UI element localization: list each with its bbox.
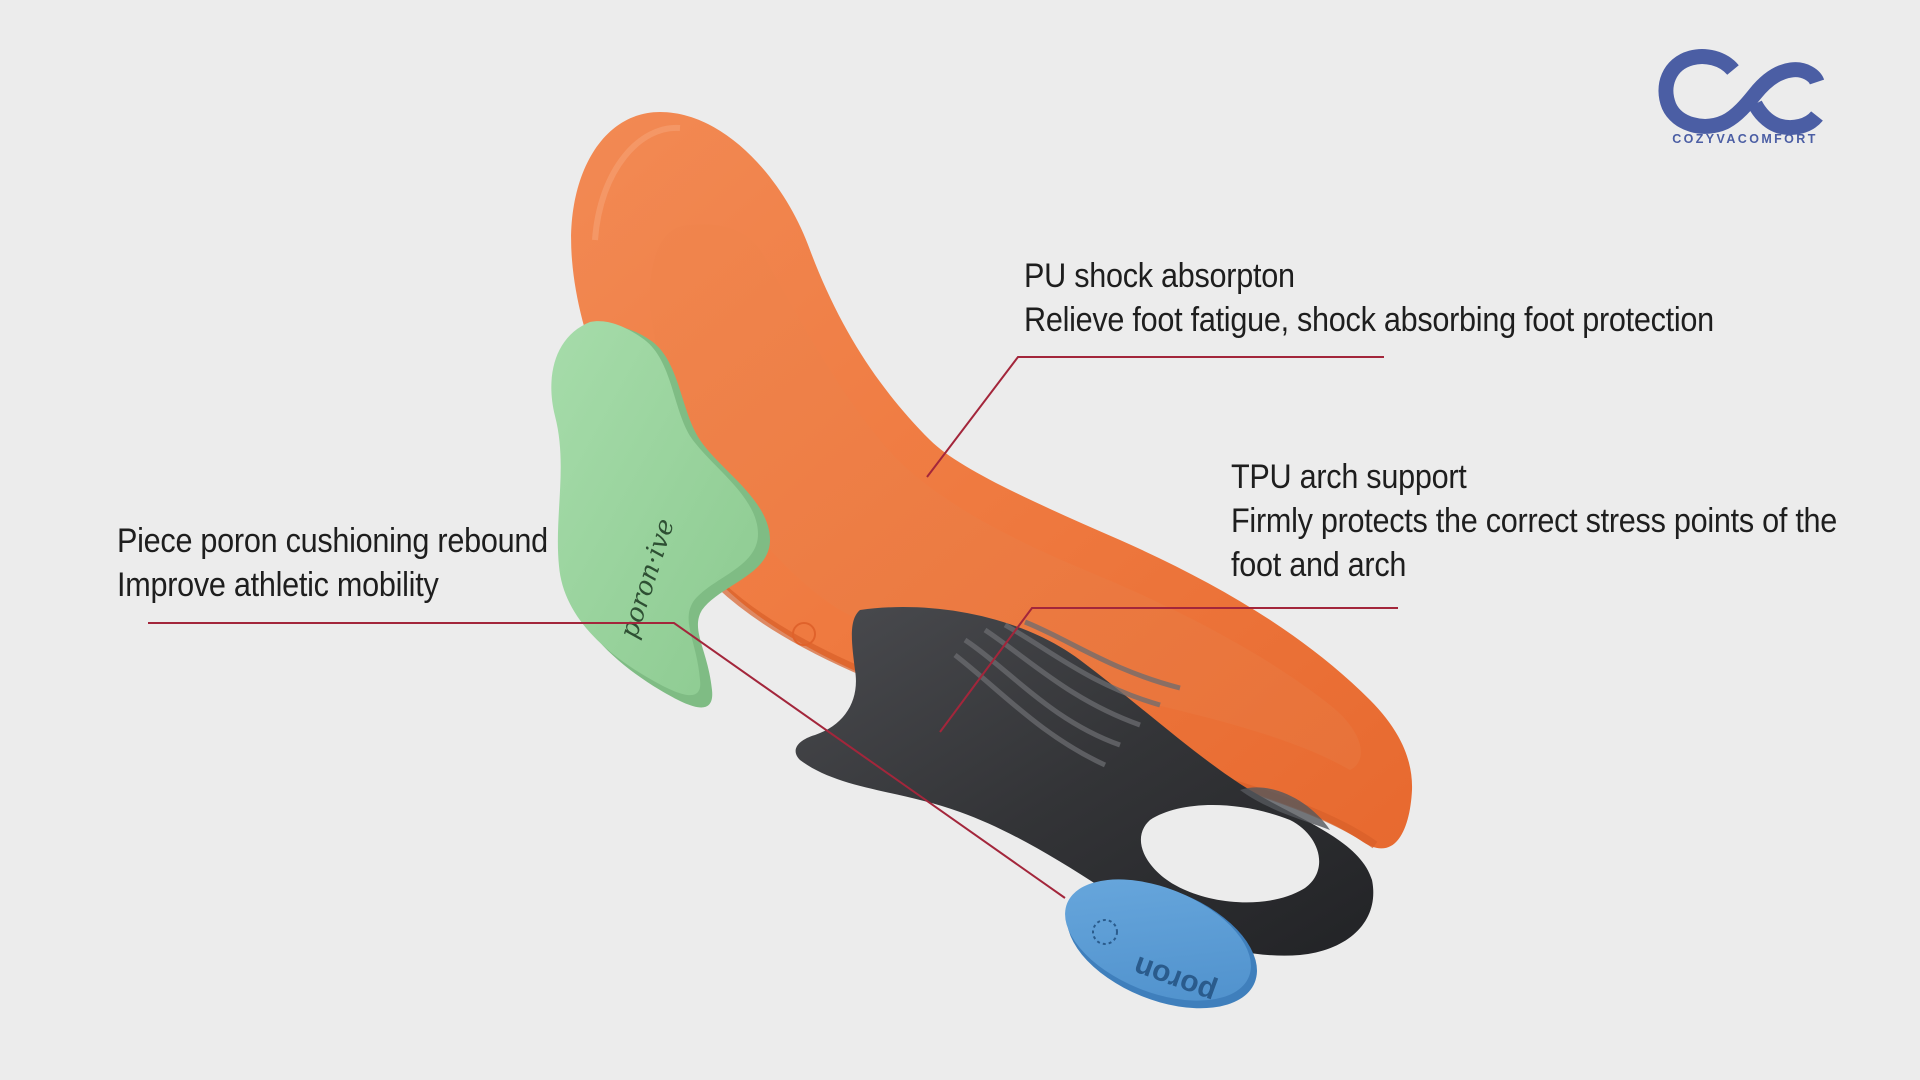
brand-logo-icon [1658, 49, 1825, 136]
callout-pu-line-1: Relieve foot fatigue, shock absorbing fo… [1024, 301, 1714, 339]
poron-heel-pad: poron [1065, 879, 1257, 1009]
tpu-arch-support [795, 607, 1374, 956]
callout-tpu-line-1: Firmly protects the correct stress point… [1231, 502, 1838, 540]
callout-poron-title: Piece poron cushioning rebound [117, 522, 548, 560]
leader-lines [148, 356, 1398, 899]
callout-tpu-arch-support: TPU arch support Firmly protects the cor… [1231, 455, 1837, 587]
leader-line-tpu [939, 607, 1398, 733]
callout-poron-cushioning: Piece poron cushioning rebound Improve a… [117, 519, 548, 607]
callout-pu-shock-absorption: PU shock absorpton Relieve foot fatigue,… [1024, 254, 1714, 342]
callout-poron-line-1: Improve athletic mobility [117, 566, 439, 604]
callout-tpu-title: TPU arch support [1231, 458, 1467, 496]
leader-line-poron [148, 622, 1066, 899]
leader-line-pu [926, 356, 1384, 478]
brand-name: COZYVACOMFORT [1672, 132, 1818, 146]
poron-forefoot-pad: poron·ive [551, 321, 770, 708]
callout-tpu-line-2: foot and arch [1231, 546, 1407, 584]
callout-pu-title: PU shock absorpton [1024, 257, 1295, 295]
